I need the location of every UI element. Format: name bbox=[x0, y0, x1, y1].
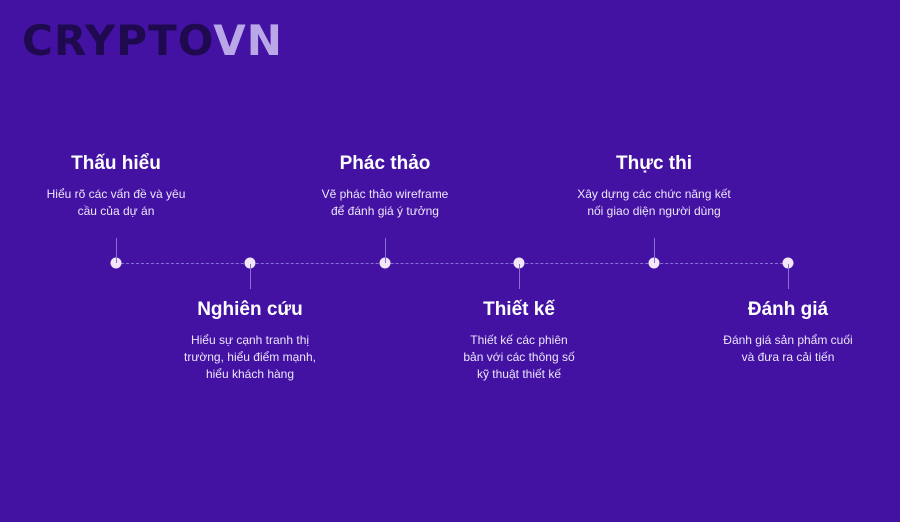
step-description: Vẽ phác thảo wireframe để đánh giá ý tưở… bbox=[295, 186, 475, 220]
timeline-connector bbox=[385, 238, 386, 263]
step-description: Xây dựng các chức năng kết nối giao diện… bbox=[564, 186, 744, 220]
step-title: Đánh giá bbox=[747, 299, 829, 320]
timeline-connector bbox=[788, 264, 789, 289]
step-description-line: Vẽ phác thảo wireframe bbox=[321, 187, 449, 201]
step-description-line: để đánh giá ý tưởng bbox=[331, 204, 439, 218]
step-description-line: kỹ thuật thiết kế bbox=[476, 367, 562, 381]
logo-text-crypto: CRYPTO bbox=[22, 16, 214, 65]
step-nghien-cuu: Nghiên cứu Hiểu sự cạnh tranh thị trường… bbox=[160, 298, 340, 383]
step-description-line: Thiết kế các phiên bbox=[470, 333, 568, 347]
timeline-dot bbox=[648, 257, 660, 269]
step-description-line: Hiểu sự cạnh tranh thị bbox=[190, 333, 310, 347]
step-thau-hieu: Thấu hiểu Hiểu rõ các vấn đề và yêu cầu … bbox=[26, 152, 206, 220]
step-title: Thực thi bbox=[615, 153, 693, 174]
timeline-dot bbox=[513, 257, 525, 269]
timeline-connector bbox=[519, 264, 520, 289]
step-thiet-ke: Thiết kế Thiết kế các phiên bản với các … bbox=[429, 298, 609, 383]
step-danh-gia: Đánh giá Đánh giá sản phẩm cuối và đưa r… bbox=[698, 298, 878, 366]
step-title: Phác thảo bbox=[339, 153, 431, 174]
timeline-dot bbox=[244, 257, 256, 269]
timeline-connector bbox=[116, 238, 117, 263]
timeline-dot bbox=[379, 257, 391, 269]
step-title: Thiết kế bbox=[483, 299, 555, 320]
brand-logo: CRYPTOVN bbox=[22, 16, 283, 66]
step-description-line: trường, hiểu điểm mạnh, bbox=[184, 350, 316, 364]
step-description-line: bản với các thông số bbox=[463, 350, 575, 364]
step-title: Thấu hiểu bbox=[71, 153, 161, 174]
step-description: Hiểu sự cạnh tranh thị trường, hiểu điểm… bbox=[160, 332, 340, 383]
timeline-connector bbox=[250, 264, 251, 289]
timeline-connector bbox=[654, 238, 655, 263]
step-description: Thiết kế các phiên bản với các thông số … bbox=[429, 332, 609, 383]
step-description: Hiểu rõ các vấn đề và yêu cầu của dự án bbox=[26, 186, 206, 220]
step-description-line: hiểu khách hàng bbox=[205, 367, 295, 381]
logo-text-vn: VN bbox=[213, 16, 283, 65]
step-phac-thao: Phác thảo Vẽ phác thảo wireframe để đánh… bbox=[295, 152, 475, 220]
timeline-dot bbox=[782, 257, 794, 269]
step-thuc-thi: Thực thi Xây dựng các chức năng kết nối … bbox=[564, 152, 744, 220]
step-description-line: nối giao diện người dùng bbox=[587, 204, 721, 218]
step-description-line: Hiểu rõ các vấn đề và yêu bbox=[46, 187, 186, 201]
timeline-dot bbox=[110, 257, 122, 269]
step-description: Đánh giá sản phẩm cuối và đưa ra cải tiế… bbox=[698, 332, 878, 366]
step-title: Nghiên cứu bbox=[197, 299, 303, 320]
step-description-line: cầu của dự án bbox=[77, 204, 155, 218]
step-description-line: và đưa ra cải tiến bbox=[741, 350, 835, 364]
timeline-line bbox=[116, 263, 788, 264]
step-description-line: Đánh giá sản phẩm cuối bbox=[723, 333, 853, 347]
step-description-line: Xây dựng các chức năng kết bbox=[577, 187, 731, 201]
